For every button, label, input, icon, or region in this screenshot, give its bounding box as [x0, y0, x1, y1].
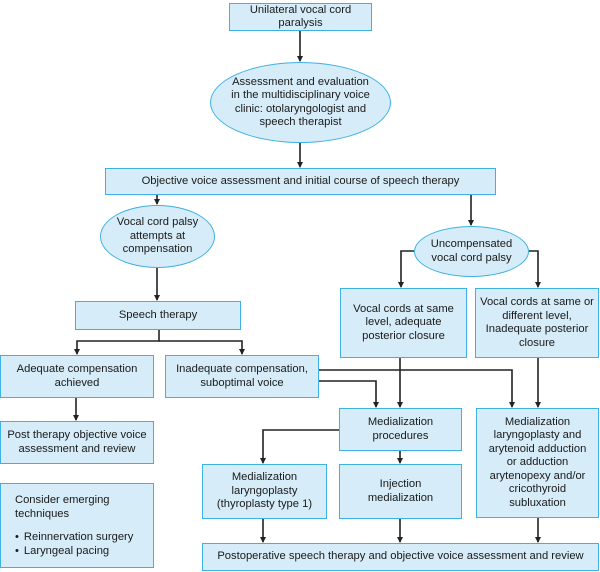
- edge-uncompensated-difflevel: [528, 250, 541, 288]
- node-thyroplasty: Medialization laryngoplasty (thyroplasty…: [202, 464, 327, 519]
- node-objective: Objective voice assessment and initial c…: [105, 168, 496, 195]
- node-medialization-arytenoid: Medialization laryngoplasty and arytenoi…: [476, 408, 599, 518]
- edge-uncompensated-samelevel: [398, 250, 414, 288]
- node-emerging: Consider emerging techniques Reinnervati…: [0, 483, 154, 568]
- node-compensation-attempt: Vocal cord palsy attempts at compensatio…: [100, 205, 215, 268]
- emerging-list: Reinnervation surgery Laryngeal pacing: [15, 531, 133, 558]
- emerging-title: Consider emerging techniques: [15, 494, 110, 520]
- node-adequate: Adequate compensation achieved: [0, 355, 154, 398]
- node-postoperative: Postoperative speech therapy and objecti…: [202, 543, 599, 571]
- node-speech-therapy: Speech therapy: [75, 301, 241, 330]
- node-same-level: Vocal cords at same level, adequate post…: [340, 288, 467, 358]
- emerging-item: Laryngeal pacing: [24, 545, 133, 559]
- node-injection: Injection medialization: [339, 464, 462, 519]
- emerging-item: Reinnervation surgery: [24, 531, 133, 545]
- edge-inadequate-medproc: [318, 380, 379, 408]
- node-assessment: Assessment and evaluation in the multidi…: [210, 62, 391, 143]
- edge-inadequate-arytenoid: [318, 369, 515, 408]
- edge-speech-inadequate: [159, 340, 245, 355]
- edge-speech-adequate: [74, 329, 160, 355]
- node-medialization-procedures: Medialization procedures: [339, 408, 462, 451]
- node-diff-level: Vocal cords at same or different level, …: [475, 288, 599, 358]
- node-root: Unilateral vocal cord paralysis: [229, 3, 372, 31]
- node-inadequate: Inadequate compensation, suboptimal voic…: [165, 355, 319, 398]
- edge-medproc-thyroplasty: [260, 429, 339, 464]
- node-uncompensated: Uncompensated vocal cord palsy: [414, 226, 529, 277]
- node-post-therapy: Post therapy objective voice assessment …: [0, 421, 154, 464]
